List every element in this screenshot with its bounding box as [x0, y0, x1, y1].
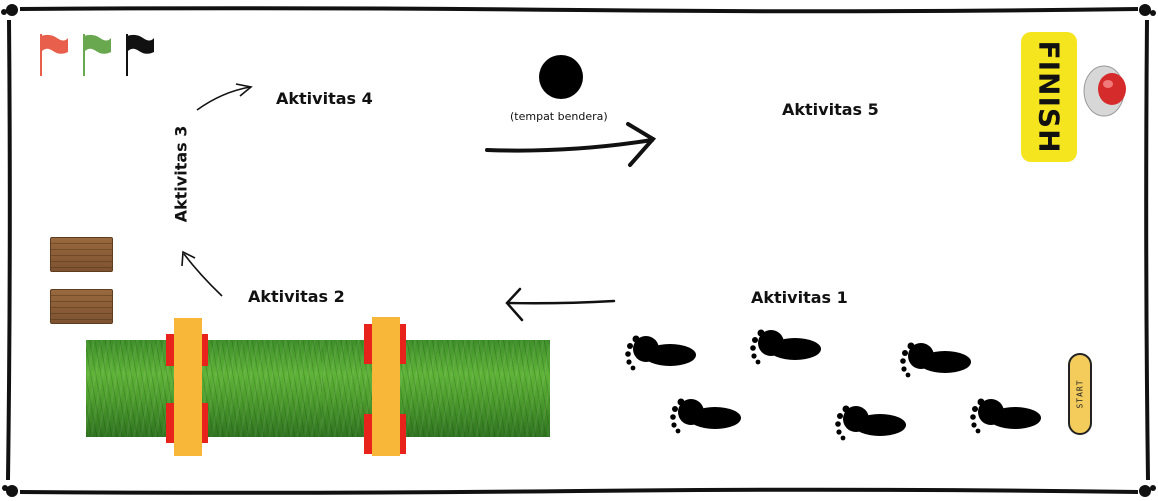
- corner-ornament: [1139, 485, 1156, 497]
- flag-spot-marker: [539, 55, 583, 99]
- start-label: START: [1075, 379, 1085, 409]
- wooden-plank: [50, 289, 113, 324]
- arrow-to-aktivitas-2: [505, 287, 616, 322]
- red-button-icon[interactable]: [1083, 65, 1126, 117]
- arrow-to-aktivitas-5: [485, 122, 657, 167]
- label-aktivitas-4: Aktivitas 4: [276, 89, 373, 108]
- finish-sign: [1021, 32, 1077, 162]
- arrow-to-aktivitas-4: [196, 83, 253, 111]
- corner-ornament: [1, 4, 18, 16]
- flag-icon: [126, 34, 154, 76]
- label-aktivitas-2: Aktivitas 2: [248, 287, 345, 306]
- flag-spot-caption: (tempat bendera): [510, 110, 608, 123]
- corner-ornament: [1139, 4, 1156, 16]
- finish-label: FINISH: [1032, 40, 1066, 154]
- hurdle-obstacle: [364, 317, 406, 456]
- border-frame: [1, 4, 1156, 497]
- label-aktivitas-5: Aktivitas 5: [782, 100, 879, 119]
- label-aktivitas-3: Aktivitas 3: [171, 125, 191, 223]
- hurdle-obstacle: [166, 318, 208, 456]
- arrow-to-aktivitas-3: [181, 250, 223, 297]
- flag-icon: [40, 34, 68, 76]
- start-sign: [1068, 353, 1092, 435]
- grass-patch: [322, 340, 550, 437]
- label-aktivitas-1: Aktivitas 1: [751, 288, 848, 307]
- flag-icon: [83, 34, 111, 76]
- wooden-plank: [50, 237, 113, 272]
- corner-ornament: [2, 485, 18, 497]
